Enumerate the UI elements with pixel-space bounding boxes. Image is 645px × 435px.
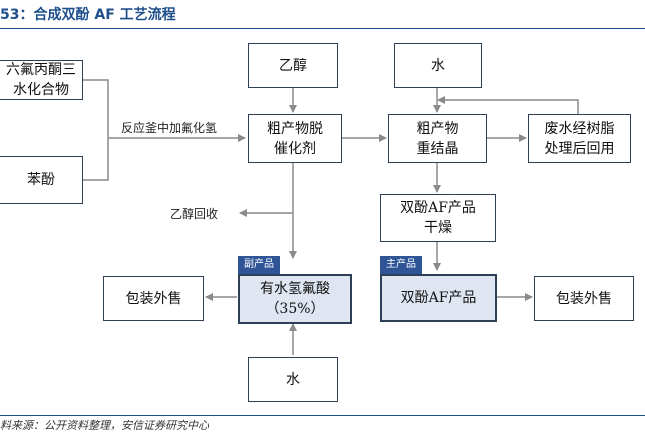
node-hexafluoroacetone-line2: 水化合物 [13,82,69,98]
node-wastewater-resin-line2: 处理后回用 [544,140,615,157]
node-crude-dehydrate-line1: 粗产物脱 [267,120,323,137]
node-hydrofluoric-acid: 有水氢氟酸 （35%） [238,274,352,324]
node-wastewater-resin: 废水经树脂 处理后回用 [528,114,631,163]
node-crude-dehydrate: 粗产物脱 催化剂 [248,114,342,163]
node-package-left: 包装外售 [103,276,204,321]
node-crude-recrystallize-line2: 重结晶 [416,140,459,157]
node-water-top: 水 [394,43,482,88]
node-crude-recrystallize-line1: 粗产物 [416,120,459,137]
node-bpaf-main-label: 双酚AF产品 [400,290,477,306]
node-water-bottom-label: 水 [286,371,300,388]
node-bpaf-main: 双酚AF产品 [380,274,497,322]
reactor-label: 反应釜中加氟化氢 [121,121,218,135]
node-hexafluoroacetone-line1: 六氟丙酮三 [6,62,76,78]
node-water-bottom: 水 [248,357,338,402]
mainproduct-tag: 主产品 [380,256,422,274]
node-hexafluoroacetone: 六氟丙酮三 水化合物 [0,60,83,100]
node-package-left-label: 包装外售 [125,290,182,307]
node-water-top-label: 水 [431,57,445,74]
node-phenol: 苯酚 [0,156,83,204]
title-rule [0,28,645,29]
byproduct-tag: 副产品 [238,256,280,274]
node-wastewater-resin-line1: 废水经树脂 [544,120,615,137]
node-crude-dehydrate-line2: 催化剂 [274,140,316,157]
source-note: 料来源：公开资料整理，安信证券研究中心 [0,419,209,432]
ethanol-recovery-label: 乙醇回收 [170,207,219,221]
node-bpaf-dry-line2: 干燥 [424,220,452,236]
edge-resin-return [437,96,579,114]
node-bpaf-dry: 双酚AF产品 干燥 [380,194,496,242]
node-bpaf-dry-line1: 双酚AF产品 [400,200,476,216]
node-package-right: 包装外售 [534,276,634,321]
node-package-right-label: 包装外售 [556,290,612,307]
figure-title: 53：合成双酚 AF 工艺流程 [0,7,176,23]
node-ethanol: 乙醇 [248,43,338,88]
node-crude-recrystallize: 粗产物 重结晶 [388,114,487,163]
node-ethanol-label: 乙醇 [279,57,307,74]
node-hydrofluoric-acid-line2: （35%） [265,301,325,317]
footer-rule [0,415,645,416]
edge-hfa-bracket [83,79,109,181]
node-phenol-label: 苯酚 [27,172,55,188]
node-hydrofluoric-acid-line1: 有水氢氟酸 [260,281,330,297]
